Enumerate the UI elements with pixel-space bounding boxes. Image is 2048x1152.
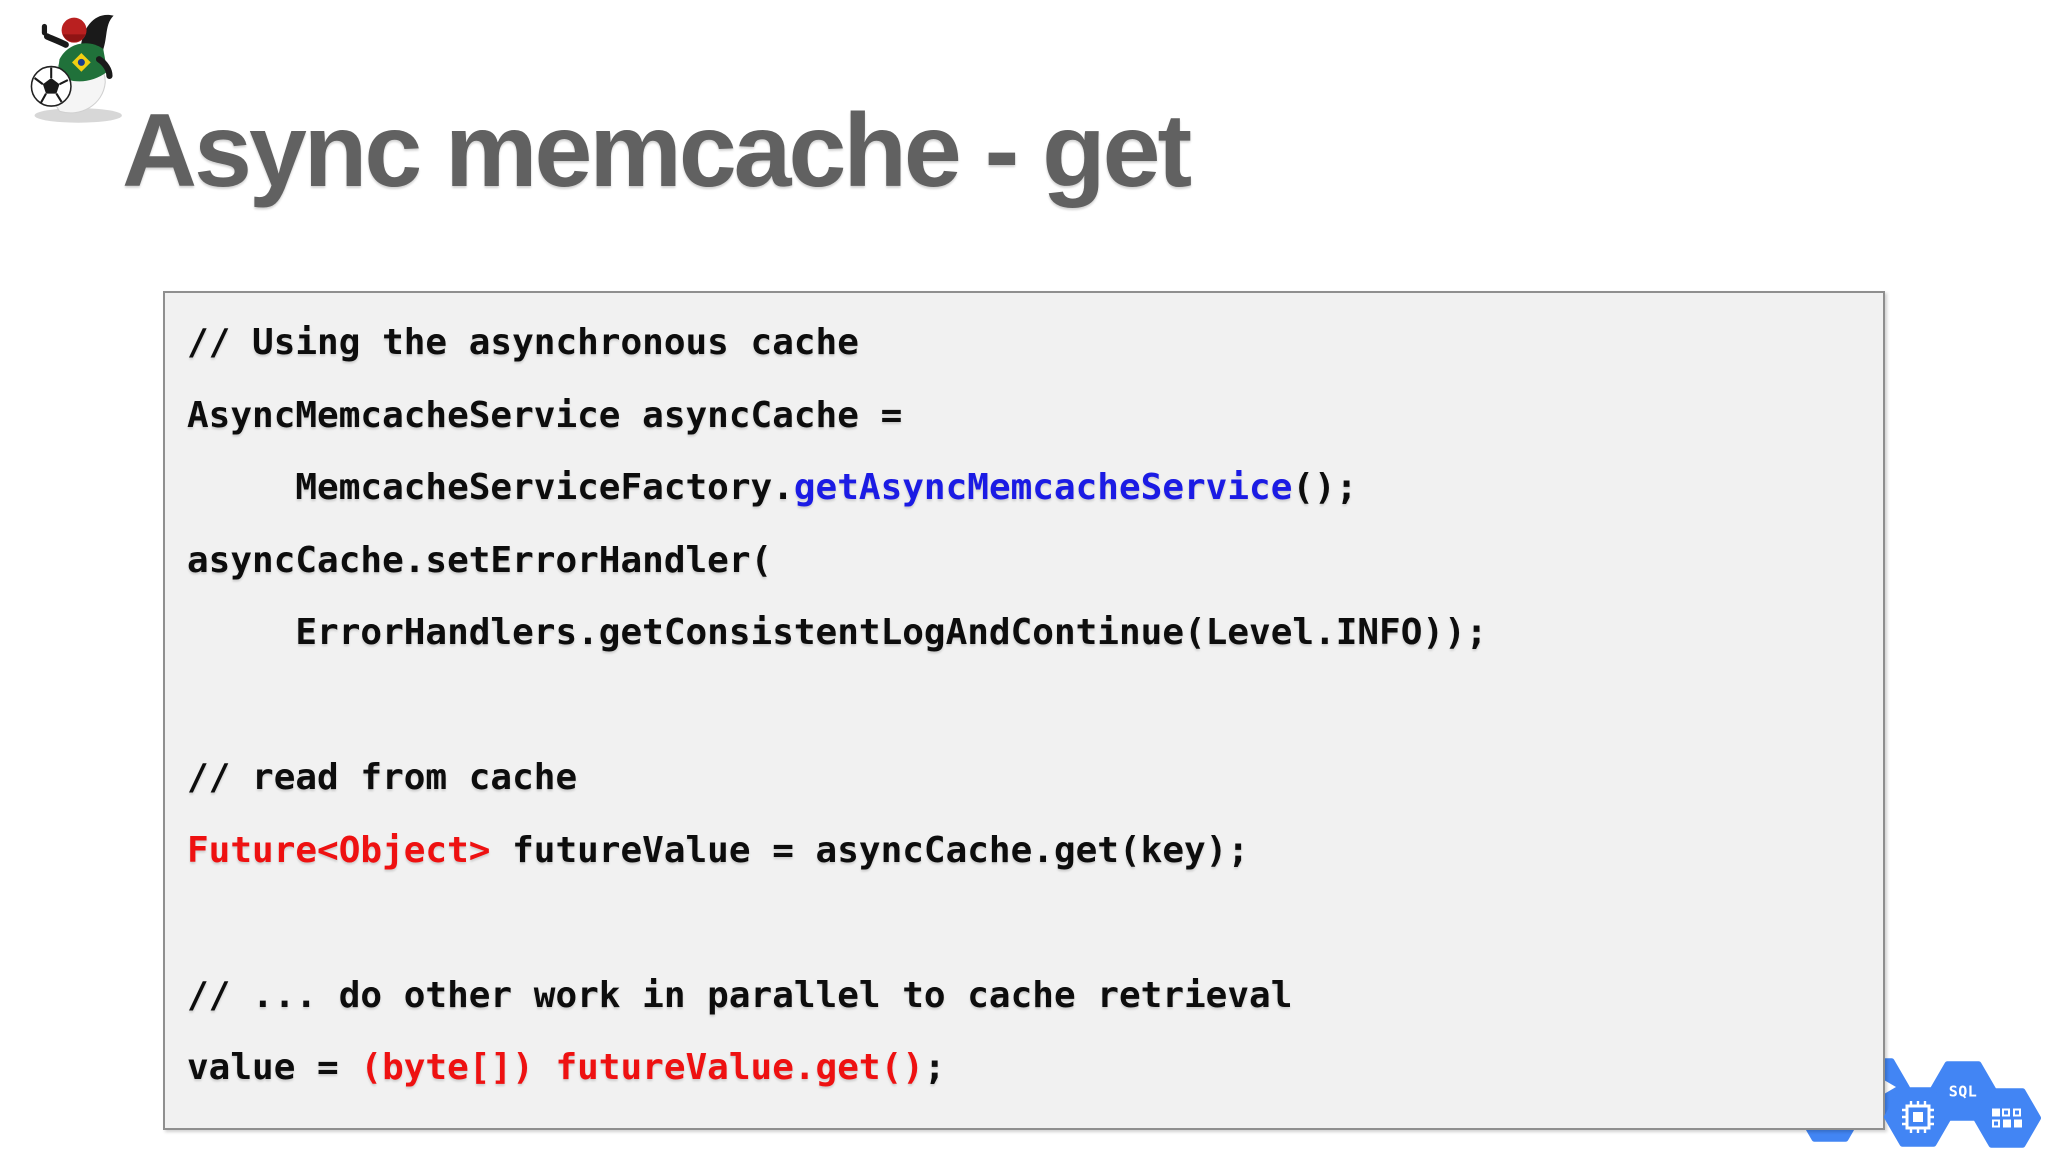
brazil-flag-globe [77, 58, 85, 66]
duke-thumb [41, 23, 48, 36]
duke-right-arm [95, 56, 113, 80]
code-segment: // ... do other work in parallel to cach… [187, 974, 1293, 1016]
code-segment: MemcacheServiceFactory. [187, 467, 794, 508]
code-line: MemcacheServiceFactory.getAsyncMemcacheS… [187, 452, 1883, 525]
code-segment: value = [187, 1047, 361, 1088]
grid-squares-hexagon-icon [1973, 1088, 2041, 1148]
duke-left-arm [43, 33, 69, 48]
page-title: Async memcache - get [122, 93, 1192, 209]
soccer-ball-seams [33, 67, 69, 104]
code-segment: // Using the asynchronous cache [187, 322, 859, 363]
code-segment: (); [1292, 467, 1358, 508]
code-segment: // read from cache [187, 757, 578, 798]
code-line: value = (byte[]) futureValue.get(); [187, 1032, 1883, 1105]
code-segment: ErrorHandlers.getConsistentLogAndContinu… [187, 612, 1488, 653]
code-line: // read from cache [187, 742, 1883, 815]
soccer-ball-pentagon [42, 78, 60, 94]
duke-head-shade [62, 34, 86, 42]
code-segment: (byte[]) futureValue.get() [360, 1047, 924, 1088]
code-line: ErrorHandlers.getConsistentLogAndContinu… [187, 597, 1883, 670]
code-segment: futureValue = asyncCache.get(key); [490, 829, 1250, 871]
code-segment: ; [923, 1047, 946, 1088]
code-line: asyncCache.setErrorHandler( [187, 525, 1883, 598]
code-segment: asyncCache.setErrorHandler( [187, 539, 773, 581]
code-line: // ... do other work in parallel to cach… [187, 960, 1883, 1033]
java-duke-mascot-logo [30, 14, 122, 123]
chip-glyph [1902, 1101, 1934, 1133]
code-line: // Using the asynchronous cache [187, 307, 1883, 380]
code-line: Future<Object> futureValue = asyncCache.… [187, 815, 1883, 888]
code-segment: getAsyncMemcacheService [793, 467, 1293, 508]
logo-shadow [34, 108, 122, 123]
code-segment: AsyncMemcacheService asyncCache = [187, 394, 903, 436]
arrow-glyph [1884, 1080, 1896, 1094]
code-segment: Future<Object> [187, 829, 491, 871]
code-line: AsyncMemcacheService asyncCache = [187, 380, 1883, 453]
code-line [187, 670, 1883, 743]
sql-label: SQL [1949, 1083, 1978, 1101]
code-line [187, 887, 1883, 960]
grid-glyph [1992, 1108, 2022, 1128]
